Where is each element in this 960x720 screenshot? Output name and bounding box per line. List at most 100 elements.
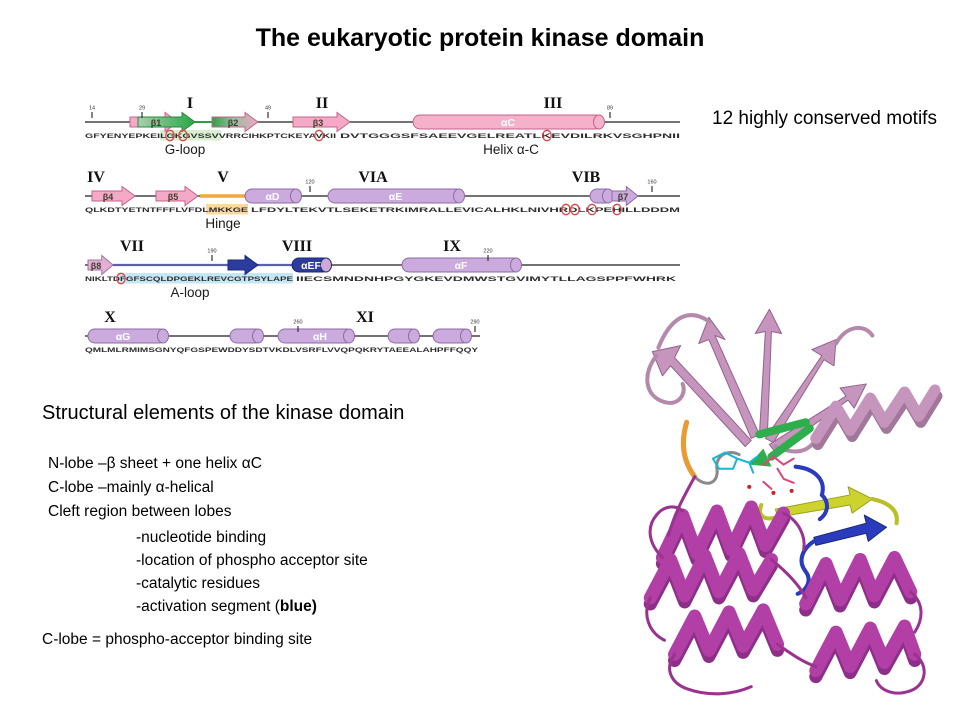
feature-label: Hinge <box>205 216 240 231</box>
cleft-sub-items: -nucleotide binding -location of phospho… <box>136 526 368 618</box>
sequence-text: GFYENYEPKEILGKGVSSVVRRCIHKPTCKEYAVKII <box>85 133 336 140</box>
residue-sticks-magenta <box>762 455 795 490</box>
feature-label: A-loop <box>170 285 209 300</box>
conserved-residue-circle <box>612 203 622 216</box>
helix-cap <box>510 257 522 273</box>
helix-cap <box>460 328 472 344</box>
element-label: β1 <box>151 118 162 128</box>
footer-note: C-lobe = phospho-acceptor binding site <box>42 631 313 648</box>
motif-numeral: VIA <box>358 169 388 186</box>
helix-cap <box>593 114 605 130</box>
helix-cap <box>343 328 355 344</box>
helix-cap <box>408 328 420 344</box>
helix-cap <box>320 257 332 273</box>
sequence-text: LFDYLTEKVTLSEKETRKIMRALLEVICALHKLNIVHRDL… <box>251 207 680 214</box>
motif-numeral: VII <box>120 238 144 255</box>
sequence-highlight <box>206 204 248 215</box>
sequence-text: QLKDTYETNTFFFLVFDLMKKGE <box>85 207 249 214</box>
element-label: αD <box>265 191 279 203</box>
element-label: αE <box>389 191 402 203</box>
beta-strand-arrow <box>611 185 639 207</box>
conserved-residue-circle <box>570 203 580 216</box>
protein-structure-image <box>643 308 943 696</box>
element-label: β2 <box>228 118 239 128</box>
motif-numeral: X <box>104 309 116 326</box>
beta-strand-arrow <box>91 185 136 207</box>
residue-number: 290 <box>470 320 479 326</box>
blue-strand <box>795 492 887 596</box>
sequence-highlight <box>118 273 293 284</box>
element-label: αH <box>313 331 327 343</box>
motif-numeral: XI <box>356 309 374 326</box>
beta-strand-arrow <box>211 111 259 133</box>
sub-item-activation: -activation segment (blue) <box>136 598 317 615</box>
residue-number: 160 <box>647 180 656 186</box>
residue-number: 89 <box>607 106 613 112</box>
element-label: αG <box>116 331 131 343</box>
helix-cap <box>252 328 264 344</box>
n-lobe-loops <box>645 353 686 405</box>
conserved-residue-circle <box>165 129 175 142</box>
ligand-sticks-cyan <box>711 451 759 474</box>
motif-numeral: VIB <box>572 169 601 186</box>
element-label: β3 <box>313 118 324 128</box>
helix-cap <box>157 328 169 344</box>
beta-strand-arrow <box>155 185 199 207</box>
line-c-lobe: C-lobe –mainly α-helical <box>48 479 214 496</box>
motif-numeral: III <box>544 95 563 112</box>
sub-item-nucleotide: -nucleotide binding <box>136 529 267 546</box>
beta-strand-arrow <box>227 254 259 276</box>
element-label: β8 <box>91 261 102 271</box>
residue-number: 29 <box>139 106 145 112</box>
c-lobe-loops <box>645 475 926 696</box>
conserved-residue-circle <box>542 129 552 142</box>
sub-item-catalytic: -catalytic residues <box>136 575 261 592</box>
conserved-residue-circle <box>178 129 188 142</box>
residue-number: 220 <box>483 249 492 255</box>
motif-row-2: β4 β5 αD αE β7 IV V VIA VIB 120 160QLKDTYETNTFFFLV… <box>85 169 680 231</box>
orange-linker <box>680 419 698 480</box>
water-dots <box>747 484 794 495</box>
element-label: αEF <box>301 260 321 272</box>
line-n-lobe: N-lobe –β sheet + one helix αC <box>48 455 262 472</box>
line-cleft: Cleft region between lobes <box>48 503 232 520</box>
motif-numeral: VIII <box>282 238 312 255</box>
motif-row-3: β8 αEF αF VII VIII IX 190 220NIKLTDFGFSCQLDPGEK… <box>85 238 680 300</box>
conserved-residue-circle <box>314 129 324 142</box>
residue-number: 14 <box>89 106 95 112</box>
sequence-text: IIECSMNDNHPGYGKEVDMWSTGVIMYTLLAGSPPFWHRK <box>296 276 677 283</box>
motif-numeral: II <box>316 95 328 112</box>
element-label: αC <box>501 117 515 129</box>
sequence-highlight <box>160 130 221 141</box>
motif-numeral: IV <box>87 169 105 186</box>
sequence-text: DVTGGGSFSAEEVGELREATLKEVDILRKVSGHPNII <box>340 133 680 140</box>
page-title: The eukaryotic protein kinase domain <box>255 24 705 52</box>
conserved-residue-circle <box>116 272 126 285</box>
residue-number: 49 <box>265 106 271 112</box>
conserved-residue-circle <box>587 203 597 216</box>
helix-cap <box>453 188 465 204</box>
c-lobe-helices <box>643 500 922 684</box>
motif-numeral: V <box>217 169 229 186</box>
residue-number: 260 <box>293 320 302 326</box>
beta-strand-arrow <box>87 254 114 276</box>
residue-number: 190 <box>207 249 216 255</box>
element-label: β7 <box>618 192 629 202</box>
section-heading: Structural elements of the kinase domain <box>42 402 405 424</box>
element-label: β4 <box>103 192 114 202</box>
feature-label: Helix α-C <box>483 142 539 157</box>
element-label: β5 <box>168 192 179 202</box>
feature-label: G-loop <box>165 142 206 157</box>
sub-item-phospho: -location of phospho acceptor site <box>136 552 368 569</box>
sequence-text: NIKLTDFGFSCQLDPGEKLREVCGTPSYLAPE <box>85 276 294 283</box>
element-label: αF <box>455 260 468 272</box>
conserved-motifs-note: 12 highly conserved motifs <box>712 108 937 129</box>
motif-numeral: IX <box>443 238 461 255</box>
beta-strand-arrow <box>137 111 196 133</box>
motif-numeral: I <box>187 95 193 112</box>
residue-number: 120 <box>305 180 314 186</box>
